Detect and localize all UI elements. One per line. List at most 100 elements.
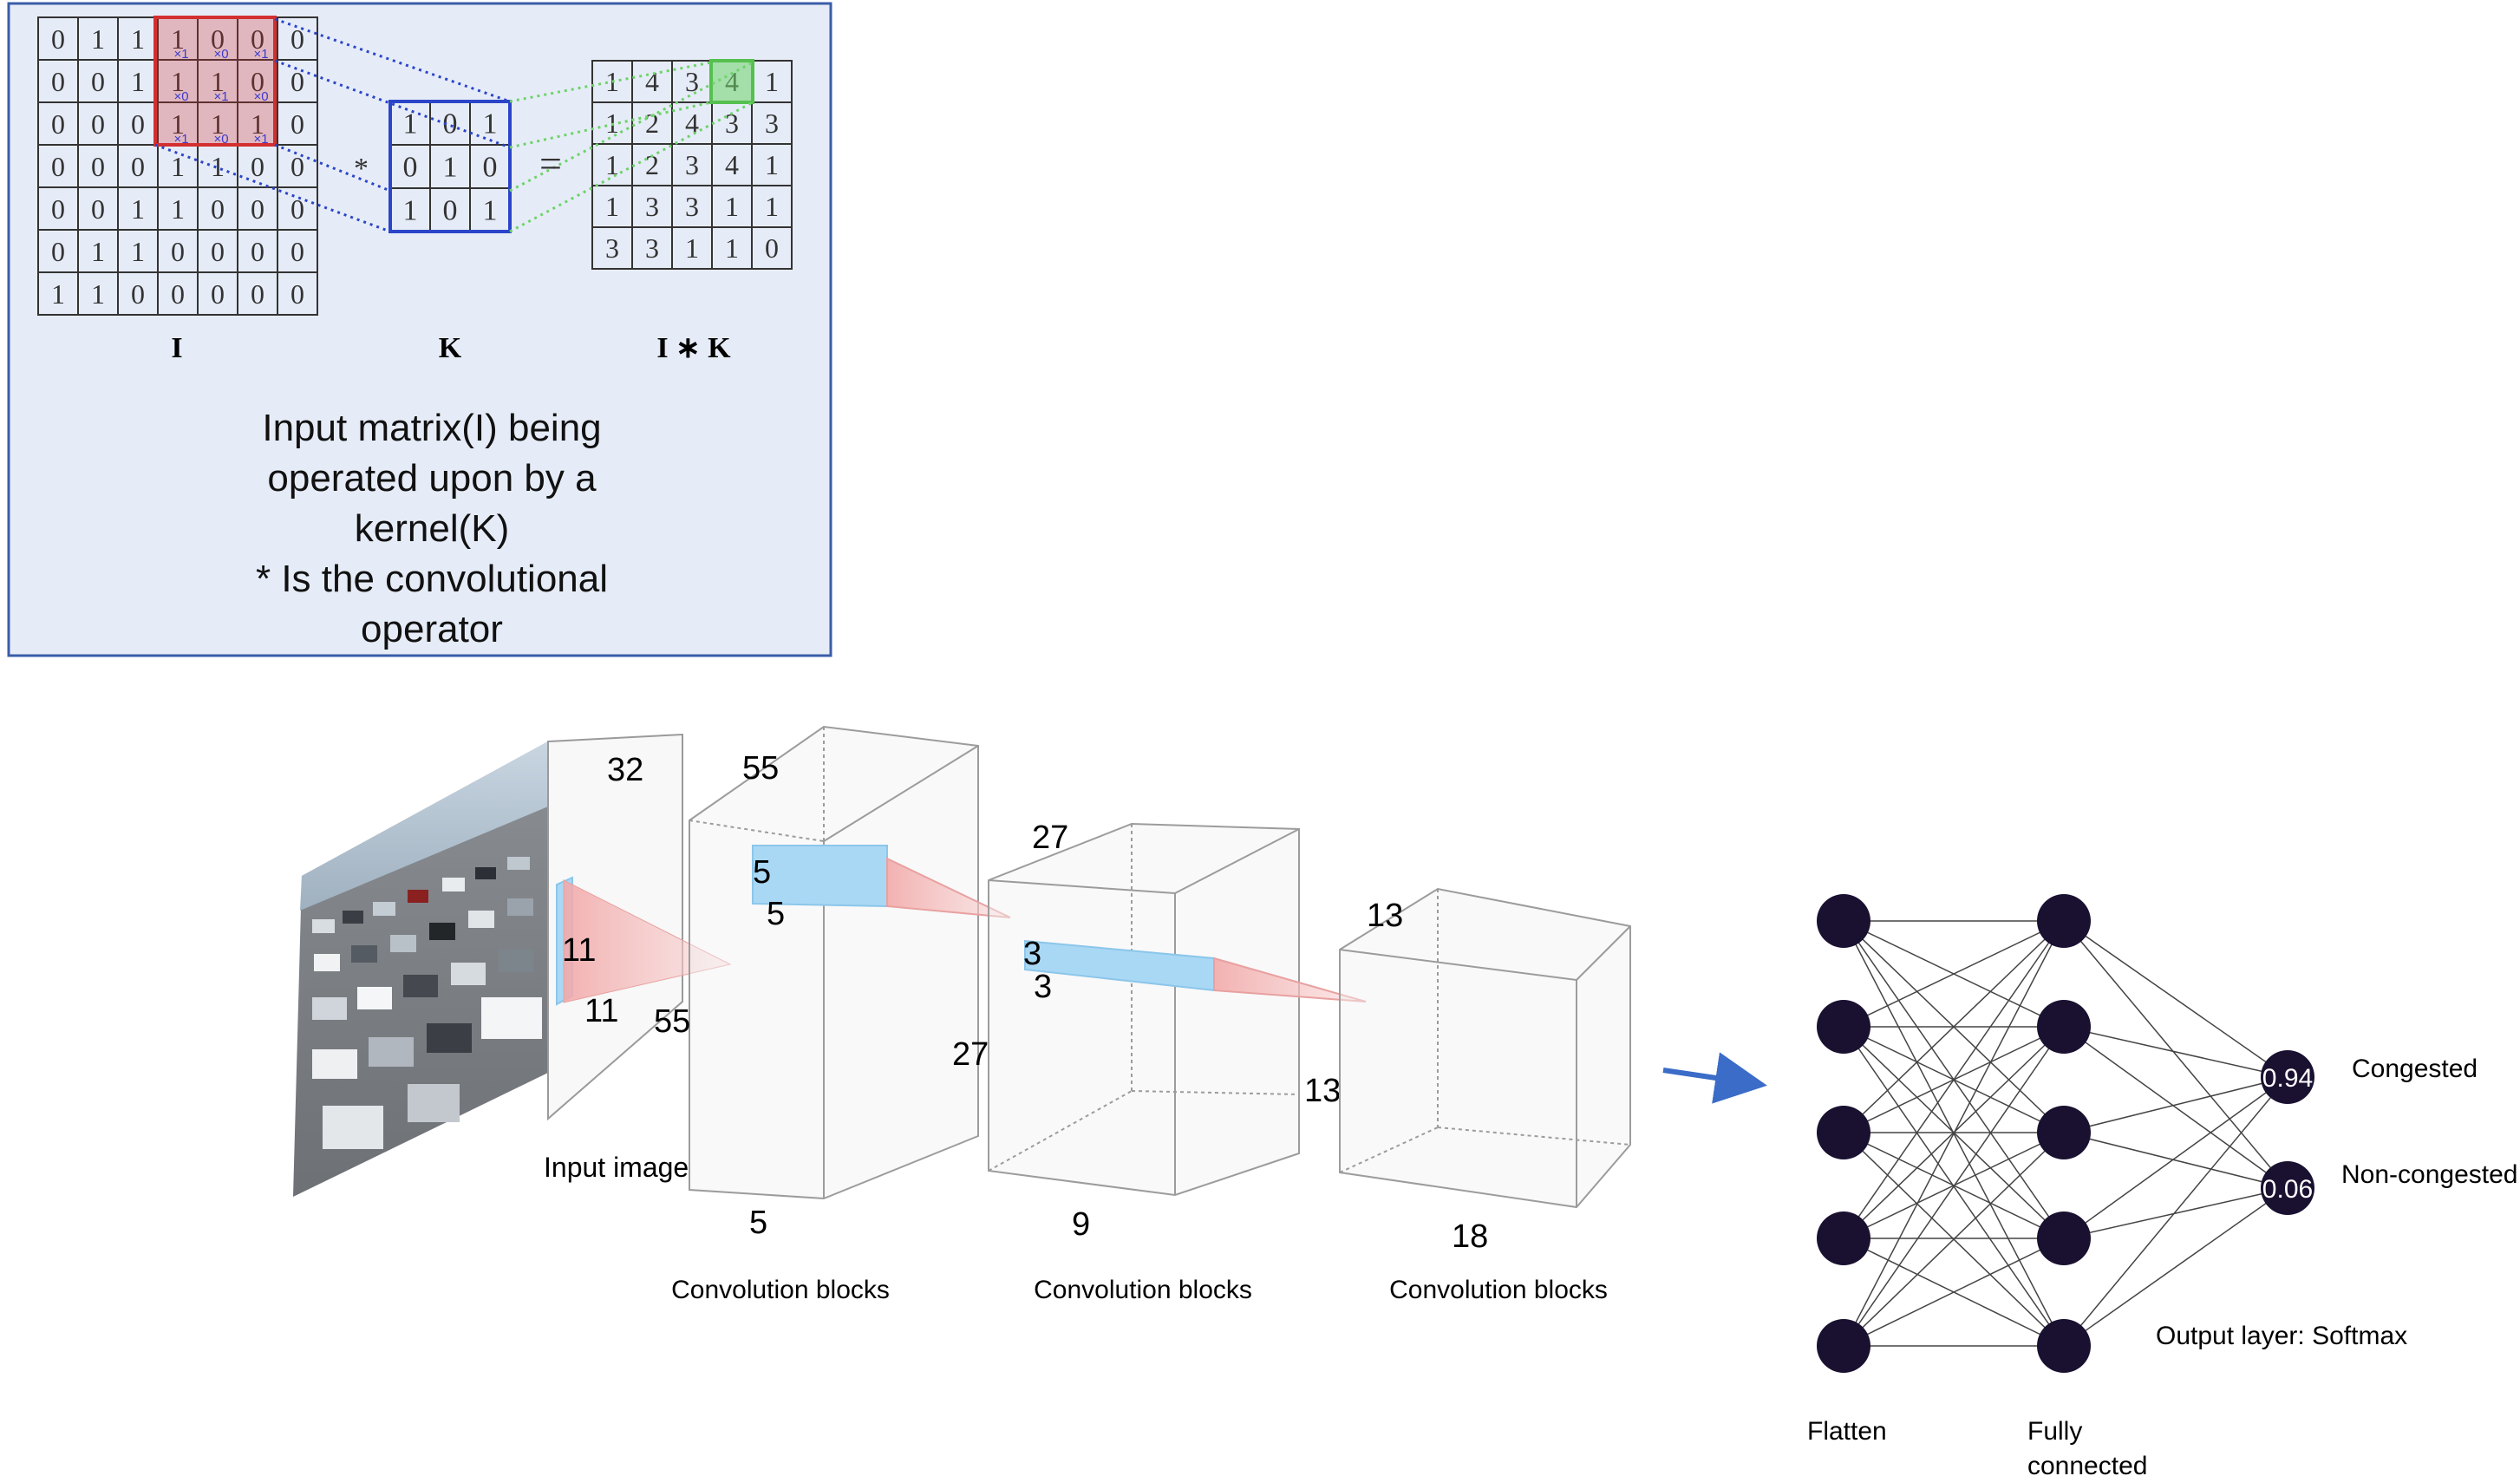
projection-lines — [154, 17, 754, 233]
network-edge — [2063, 1187, 2288, 1347]
class-label-non-congested: Non-congested — [2341, 1160, 2517, 1189]
input-depth-label: 32 — [607, 752, 643, 788]
output-matrix-value: 1 — [765, 149, 779, 180]
fully-connected-node — [2037, 1106, 2091, 1159]
flatten-label: Flatten — [1807, 1417, 1887, 1446]
network-edge — [2063, 1076, 2288, 1347]
conv-block-2 — [988, 822, 1367, 1197]
input-matrix-value: 0 — [251, 151, 264, 182]
output-matrix-value: 1 — [765, 191, 779, 222]
output-matrix-value: 1 — [605, 191, 619, 222]
label-input-matrix: I — [171, 332, 182, 364]
network-edge — [1843, 920, 2065, 1133]
block1-width-label: 55 — [654, 1003, 690, 1040]
kernel-matrix-value: 0 — [403, 152, 418, 184]
output-matrix-value: 4 — [725, 149, 739, 180]
input-matrix-value: 0 — [251, 23, 264, 55]
kernel-weight-label: ×1 — [253, 47, 268, 62]
input-matrix-value: 0 — [291, 278, 304, 310]
fully-connected-node — [2037, 1319, 2091, 1373]
input-matrix-value: 0 — [131, 278, 145, 310]
block2-kernel-h-label: 3 — [1023, 936, 1041, 972]
input-matrix-value: 1 — [171, 193, 185, 225]
input-matrix-value: 1 — [131, 236, 145, 267]
output-matrix-value: 1 — [725, 191, 739, 222]
kernel-matrix-value: 1 — [483, 108, 498, 140]
network-edge — [2063, 1026, 2288, 1189]
network-edge — [2063, 920, 2288, 1189]
input-matrix-value: 1 — [171, 23, 185, 55]
flatten-node — [1817, 1319, 1870, 1373]
fully-connected-label-2: connected — [2027, 1452, 2147, 1476]
flatten-node — [1817, 1106, 1870, 1159]
output-matrix-value: 3 — [685, 149, 699, 180]
block2-height-label: 27 — [1032, 820, 1068, 856]
input-kernel-height-label: 11 — [562, 932, 596, 969]
kernel-weight-label: ×0 — [173, 89, 188, 104]
block2-cone — [1213, 957, 1367, 1003]
network-edge — [2063, 1076, 2288, 1133]
block2-caption: Convolution blocks — [1034, 1276, 1252, 1304]
photo-sky — [300, 741, 548, 911]
output-matrix-value: 2 — [645, 108, 659, 139]
kernel-weight-label: ×1 — [213, 89, 228, 104]
output-matrix-value: 3 — [645, 191, 659, 222]
block3-caption: Convolution blocks — [1389, 1276, 1608, 1304]
input-matrix-value: 0 — [51, 151, 65, 182]
photo-cars — [312, 857, 542, 1149]
input-matrix-value: 0 — [251, 236, 264, 267]
flatten-node — [1817, 1000, 1870, 1054]
input-matrix-value: 1 — [211, 66, 225, 97]
output-matrix-cell — [751, 226, 793, 270]
kernel-matrix-value: 1 — [403, 108, 418, 140]
output-value-1: 0.94 — [2262, 1064, 2313, 1093]
input-matrix-value: 1 — [251, 108, 264, 140]
fully-connected-label-1: Fully — [2027, 1417, 2082, 1446]
input-matrix-value: 1 — [131, 23, 145, 55]
network-edge — [2063, 920, 2288, 1078]
flow-arrow — [1662, 1052, 1767, 1104]
input-matrix-value: 1 — [91, 236, 105, 267]
flatten-node — [1817, 1211, 1870, 1265]
kernel-weight-label: ×1 — [173, 47, 188, 62]
caption-line-2: operated upon by a — [267, 457, 597, 500]
caption-line-1: Input matrix(I) being — [262, 407, 601, 449]
block2-kernel-w-label: 3 — [1034, 969, 1052, 1005]
input-matrix-value: 1 — [131, 66, 145, 97]
kernel-matrix-value: 0 — [443, 195, 458, 227]
label-output-matrix: I ∗ K — [656, 332, 731, 364]
output-matrix-value: 3 — [725, 108, 739, 139]
block1-depth-label: 5 — [749, 1205, 767, 1241]
panel-caption: Input matrix(I) being operated upon by a… — [256, 407, 608, 650]
kernel-matrix-value: 0 — [483, 152, 498, 184]
block1-caption: Convolution blocks — [671, 1276, 890, 1304]
network-nodes — [1817, 894, 2314, 1373]
input-matrix-value: 0 — [171, 278, 185, 310]
panel-background — [7, 2, 832, 657]
kernel-weight-label: ×0 — [213, 132, 228, 147]
block2-front — [988, 822, 1300, 1197]
output-matrix-value: 4 — [645, 66, 659, 97]
input-matrix-value: 1 — [91, 23, 105, 55]
block3-depth-label: 18 — [1452, 1218, 1488, 1255]
input-matrix-value: 0 — [51, 66, 65, 97]
input-matrix-value: 1 — [211, 151, 225, 182]
fully-connected-node — [2037, 1211, 2091, 1265]
output-value-2: 0.06 — [2262, 1175, 2313, 1204]
kernel-weight-label: ×1 — [253, 132, 268, 147]
block1-front — [689, 725, 979, 1200]
convolution-operator: * — [354, 153, 369, 185]
input-matrix-value: 0 — [91, 151, 105, 182]
network-edge — [1843, 920, 2065, 1028]
input-matrix-value: 0 — [131, 151, 145, 182]
network-edge — [2063, 1076, 2288, 1239]
output-matrix-value: 1 — [765, 66, 779, 97]
network-edge — [1843, 1132, 2065, 1347]
block1-cone — [886, 857, 1011, 918]
input-matrix-value: 0 — [251, 278, 264, 310]
kernel-matrix-value: 1 — [443, 152, 458, 184]
input-matrix-value: 0 — [291, 193, 304, 225]
network-edge — [1843, 920, 2065, 1239]
output-matrix-value: 1 — [605, 149, 619, 180]
